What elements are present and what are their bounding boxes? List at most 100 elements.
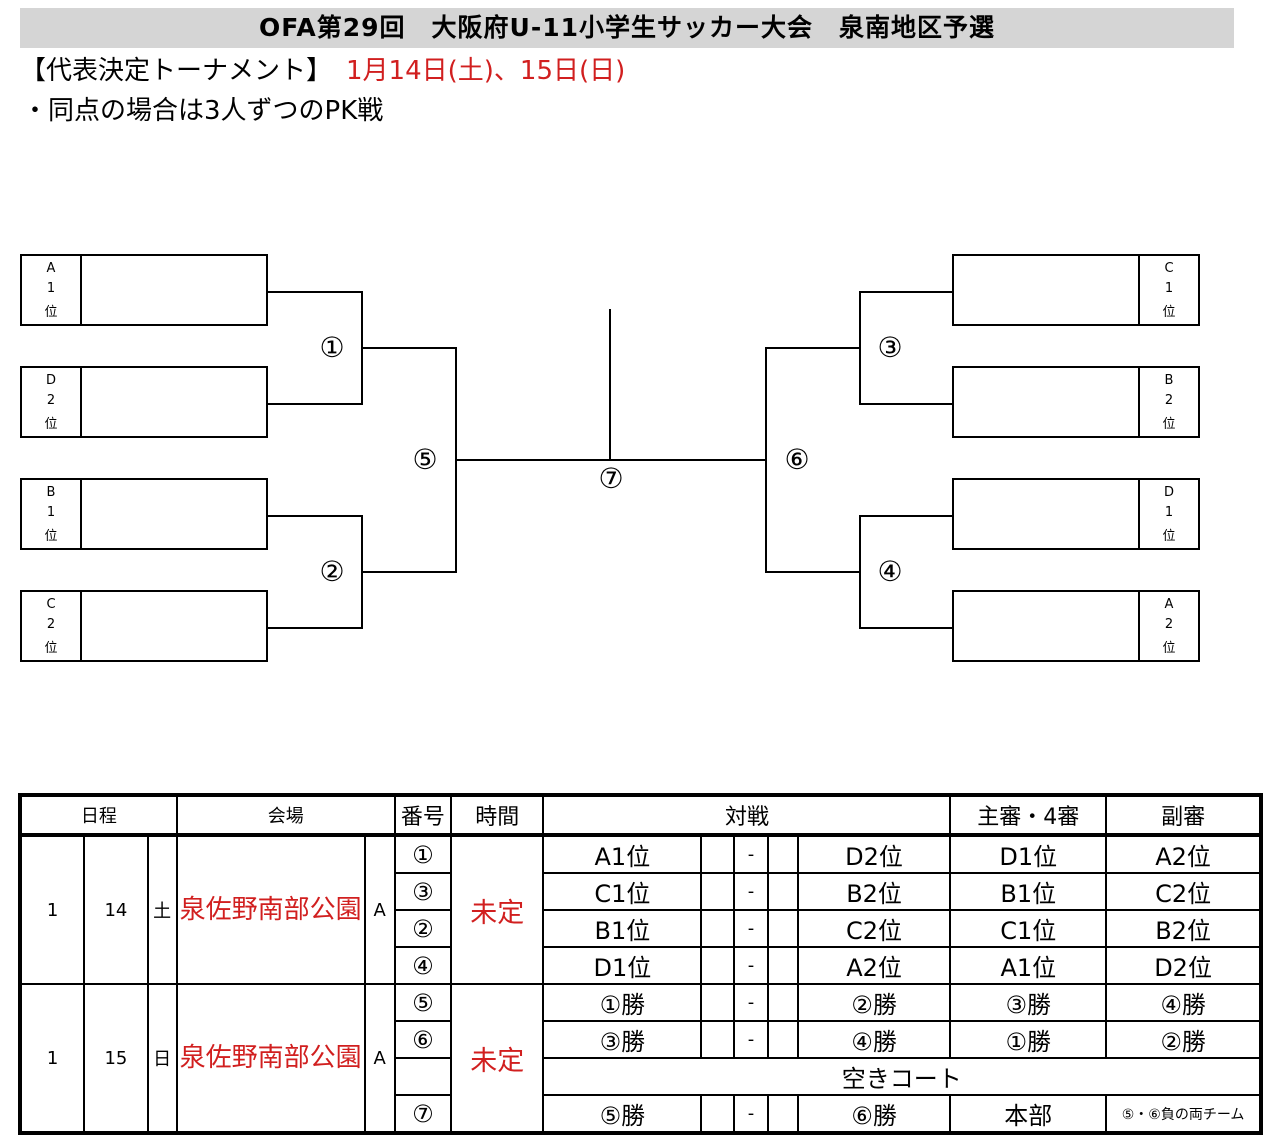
assist-ref-cell: B2位 — [1105, 909, 1262, 948]
main-ref-cell: 本部 — [949, 1094, 1108, 1134]
match-no-cell: ① — [393, 834, 453, 874]
main-ref-cell: A1位 — [949, 946, 1108, 985]
assist-ref-cell: ②勝 — [1105, 1020, 1262, 1059]
bracket-line — [268, 627, 363, 629]
match-number-5: ⑤ — [408, 443, 442, 477]
assist-ref-cell: ⑤・⑥負の両チーム — [1105, 1094, 1262, 1134]
bracket-line — [859, 627, 954, 629]
table-row: ③ C1位 - B2位 B1位 C2位 — [20, 872, 1262, 911]
bracket-line — [268, 291, 363, 293]
time-cell: 未定 — [450, 834, 545, 985]
table-row: ④ D1位 - A2位 A1位 D2位 — [20, 946, 1262, 985]
dash-cell: - — [733, 834, 769, 874]
table-row: ② B1位 - C2位 C1位 B2位 — [20, 909, 1262, 948]
schedule-table: 日程 会場 番号 時間 対戦 主審・4審 副審 1 14 土 泉佐野南部公園 A… — [18, 793, 1263, 1135]
match-no-cell: ④ — [393, 946, 453, 985]
main-ref-cell: C1位 — [949, 909, 1108, 948]
score-cell — [766, 1020, 799, 1059]
assist-ref-cell: C2位 — [1105, 872, 1262, 911]
subtitle-date: 1月14日(土)、15日(日) — [346, 56, 626, 86]
header-main-ref: 主審・4審 — [949, 794, 1108, 836]
time-cell: 未定 — [450, 983, 545, 1134]
dash-cell: - — [733, 909, 769, 948]
score-cell — [700, 1020, 736, 1059]
match-number-2: ② — [315, 555, 349, 589]
bracket-line — [268, 515, 363, 517]
home-team-cell: B1位 — [542, 909, 703, 948]
score-cell — [700, 909, 736, 948]
away-team-cell: B2位 — [796, 872, 952, 911]
match-number-1: ① — [315, 331, 349, 365]
home-team-cell: D1位 — [542, 946, 703, 985]
away-team-cell: A2位 — [796, 946, 952, 985]
table-row: 1 15 日 泉佐野南部公園 A ⑤ 未定 ①勝 - ②勝 ③勝 ④勝 — [18, 983, 1262, 1134]
home-team-cell: ①勝 — [542, 983, 703, 1022]
score-cell — [766, 983, 799, 1022]
bracket-line — [361, 347, 457, 349]
bracket-line — [859, 403, 954, 405]
match-number-6: ⑥ — [780, 443, 814, 477]
header-date: 日程 — [19, 794, 178, 836]
match-no-cell: ③ — [393, 872, 453, 911]
bracket-line — [859, 291, 954, 293]
header-assist-ref: 副審 — [1105, 794, 1262, 836]
day-cell: 15 — [83, 983, 149, 1134]
bracket-line — [609, 309, 611, 460]
bracket-line — [268, 403, 363, 405]
bracket-line — [765, 571, 861, 573]
score-cell — [766, 1094, 799, 1134]
score-cell — [700, 1094, 736, 1134]
bracket-line — [859, 515, 954, 517]
match-number-7: ⑦ — [594, 462, 628, 496]
home-team-cell: ⑤勝 — [542, 1094, 703, 1134]
table-row: 空きコート — [20, 1057, 1262, 1096]
month-cell: 1 — [18, 834, 86, 985]
main-ref-cell: ①勝 — [949, 1020, 1108, 1059]
day-cell: 14 — [83, 834, 149, 985]
away-team-cell: D2位 — [796, 834, 952, 874]
header-time: 時間 — [450, 794, 545, 836]
subtitle-label: 【代表決定トーナメント】 — [20, 56, 333, 86]
main-ref-cell: D1位 — [949, 834, 1108, 874]
score-cell — [700, 872, 736, 911]
dash-cell: - — [733, 983, 769, 1022]
match-no-cell — [393, 1057, 453, 1096]
away-team-cell: ④勝 — [796, 1020, 952, 1059]
court-cell: A — [363, 834, 396, 985]
table-row: ⑦ ⑤勝 - ⑥勝 本部 ⑤・⑥負の両チーム — [20, 1094, 1262, 1134]
main-ref-cell: B1位 — [949, 872, 1108, 911]
score-cell — [766, 909, 799, 948]
dash-cell: - — [733, 872, 769, 911]
page-title: OFA第29回 大阪府U-11小学生サッカー大会 泉南地区予選 — [20, 8, 1234, 48]
header-venue: 会場 — [175, 794, 396, 836]
table-row: ⑥ ③勝 - ④勝 ①勝 ②勝 — [20, 1020, 1262, 1059]
assist-ref-cell: D2位 — [1105, 946, 1262, 985]
bracket-line — [765, 347, 767, 573]
score-cell — [700, 834, 736, 874]
month-cell: 1 — [18, 983, 86, 1134]
venue-cell: 泉佐野南部公園 — [175, 834, 366, 985]
away-team-cell: C2位 — [796, 909, 952, 948]
match-no-cell: ⑤ — [393, 983, 453, 1022]
match-number-3: ③ — [873, 331, 907, 365]
match-no-cell: ⑥ — [393, 1020, 453, 1059]
court-cell: A — [363, 983, 396, 1134]
assist-ref-cell: ④勝 — [1105, 983, 1262, 1022]
score-cell — [700, 983, 736, 1022]
away-team-cell: ②勝 — [796, 983, 952, 1022]
weekday-cell: 土 — [146, 834, 178, 985]
pk-note: ・同点の場合は3人ずつのPK戦 — [22, 96, 384, 126]
